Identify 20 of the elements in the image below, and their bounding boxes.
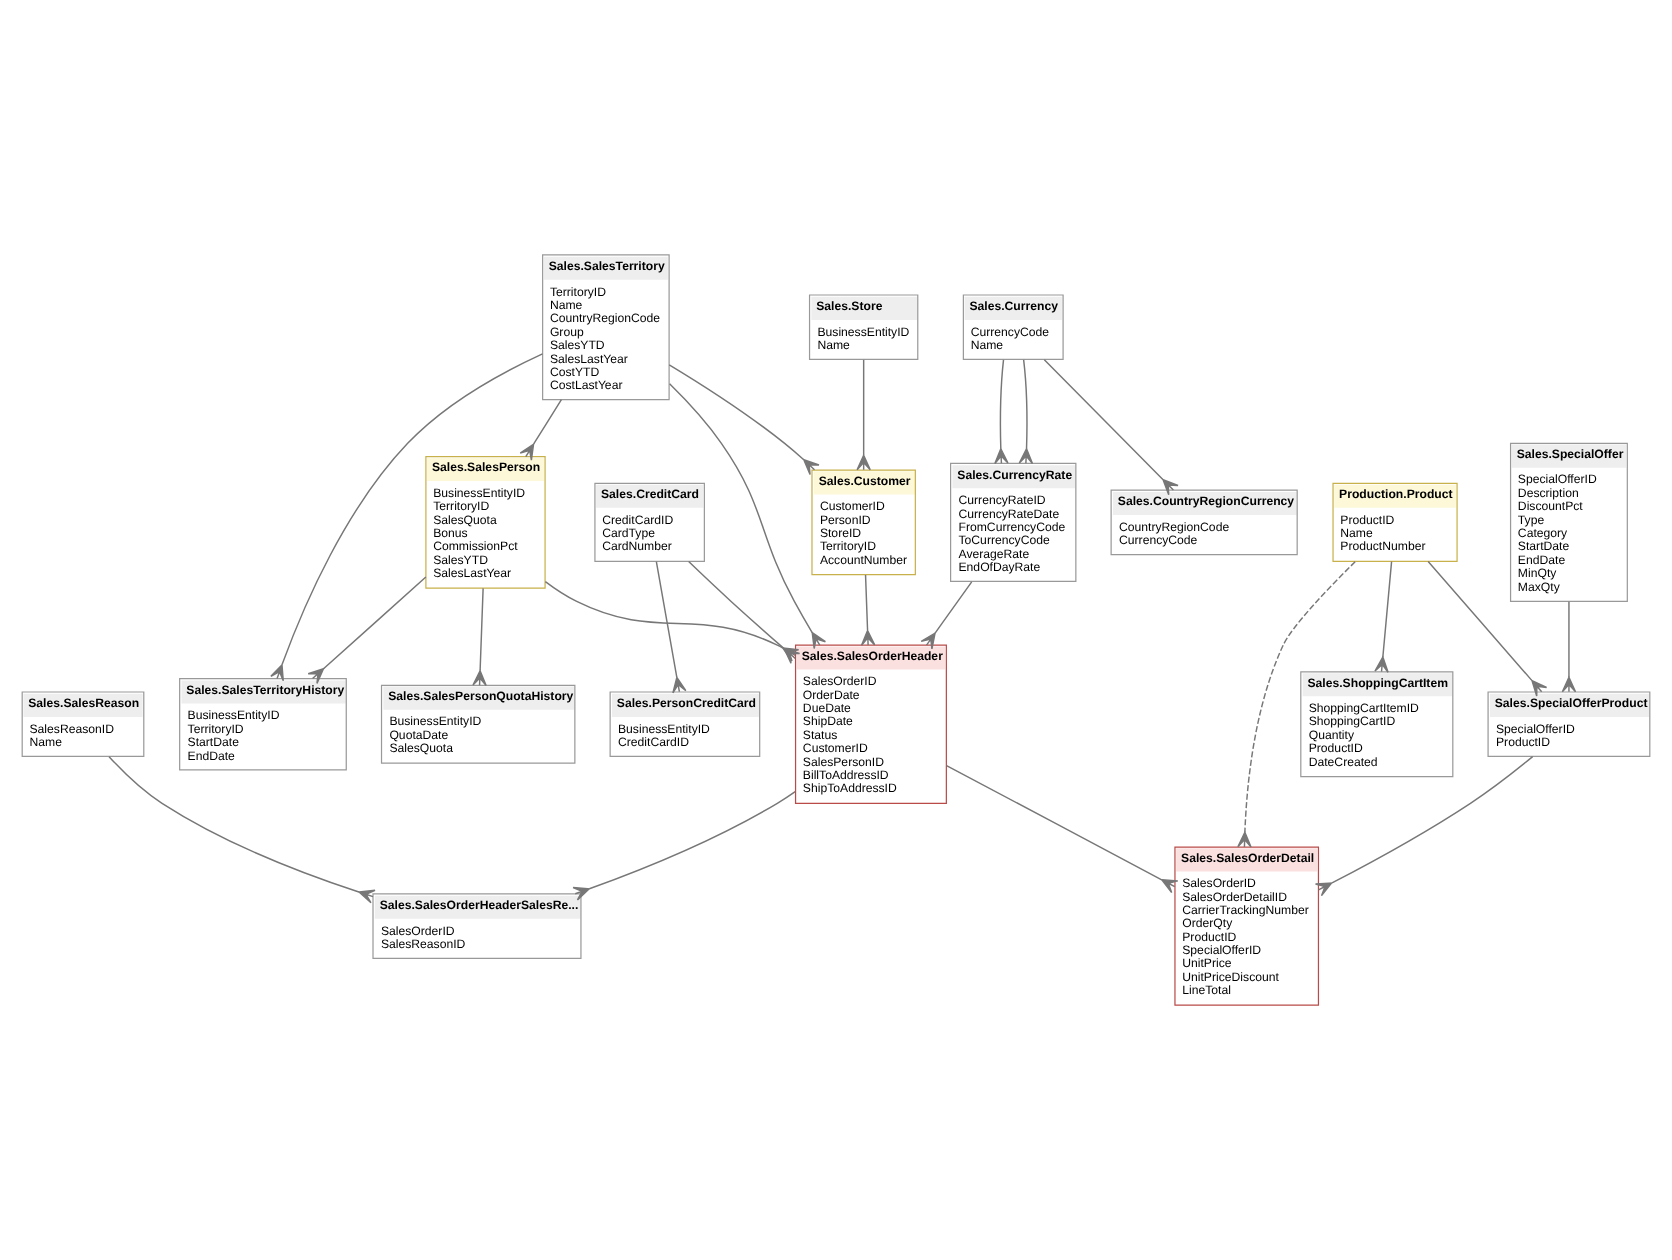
connector — [668, 383, 827, 650]
connector — [856, 359, 871, 471]
connector — [1043, 359, 1179, 496]
connector — [920, 581, 973, 650]
connector — [572, 790, 796, 901]
connector — [307, 576, 427, 685]
connector — [860, 574, 876, 647]
connector — [655, 560, 687, 694]
connector — [1237, 561, 1356, 848]
connector — [519, 398, 563, 461]
connector — [1374, 560, 1393, 673]
connector — [994, 359, 1009, 465]
connector — [1561, 601, 1577, 693]
connector — [1314, 755, 1534, 897]
connector — [1018, 359, 1034, 465]
connector — [1427, 560, 1548, 697]
connector — [945, 764, 1179, 894]
connector — [472, 587, 487, 687]
connector — [668, 364, 820, 476]
connector — [108, 755, 376, 904]
